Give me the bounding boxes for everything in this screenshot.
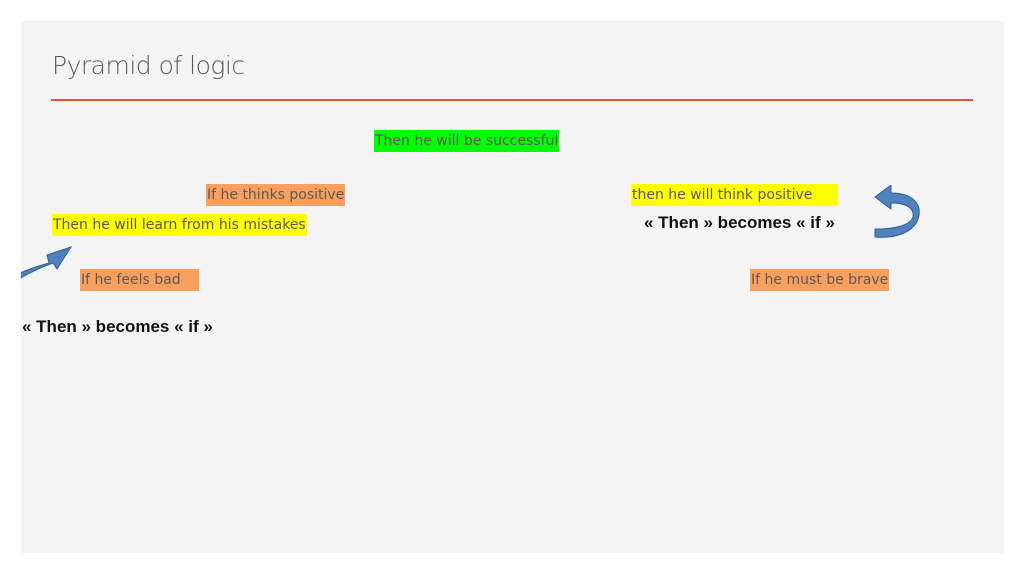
statement-if-must-be-brave: If he must be brave [750, 269, 890, 291]
statement-then-learn-mistakes: Then he will learn from his mistakes [52, 214, 307, 236]
curved-arrow-u-turn-icon [874, 185, 920, 238]
note-then-becomes-if-left: « Then » becomes « if » [22, 317, 213, 336]
statement-then-successful: Then he will be successful [374, 130, 560, 152]
title-underline [51, 99, 973, 101]
statement-then-think-positive: then he will think positive [631, 184, 838, 206]
statement-if-feels-bad: If he feels bad [80, 269, 199, 291]
statement-if-thinks-positive: If he thinks positive [206, 184, 346, 206]
slide: Pyramid of logic Then he will be success… [21, 21, 1004, 553]
slide-title: Pyramid of logic [52, 51, 245, 80]
curved-arrow-up-right-icon [21, 246, 73, 279]
note-then-becomes-if-right: « Then » becomes « if » [644, 213, 835, 232]
